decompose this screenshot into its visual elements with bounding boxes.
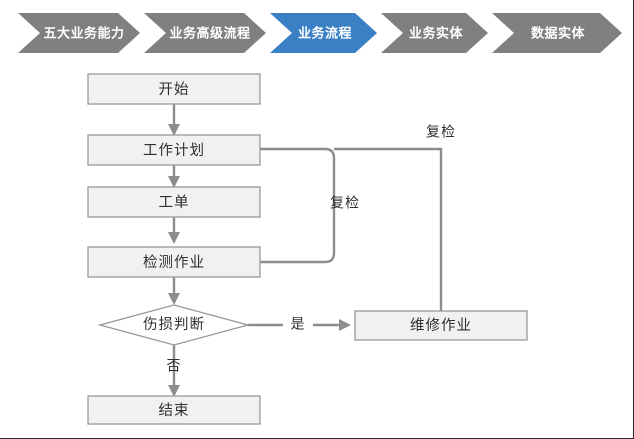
edge-workorder-to-inspection	[168, 217, 180, 244]
node-inspection-label: 检测作业	[143, 254, 205, 271]
breadcrumb-chevron-3	[381, 13, 488, 53]
breadcrumb-chevron-0	[18, 13, 140, 53]
edge-decision-to-repair: 是	[248, 316, 351, 332]
node-start-label: 开始	[159, 81, 190, 98]
node-workorder-label: 工单	[159, 194, 190, 211]
node-workorder[interactable]: 工单	[87, 186, 261, 218]
edge-start-to-workplan	[168, 104, 180, 136]
breadcrumb-chevron-1	[144, 13, 266, 53]
edge-repair-to-workplan: 复检	[334, 124, 456, 311]
breadcrumb-item-4[interactable]: 数据实体	[492, 13, 622, 53]
breadcrumb-chevron-2	[270, 13, 377, 53]
node-repair-label: 维修作业	[410, 317, 472, 334]
edge-label-recheck-inner: 复检	[330, 195, 360, 211]
breadcrumb-label-3: 业务实体	[409, 25, 464, 40]
flowchart: 是 否 复检 复检 开始 工作计划 工单	[87, 73, 528, 425]
breadcrumb-label-1: 业务高级流程	[169, 25, 250, 40]
node-end-label: 结束	[159, 402, 190, 419]
breadcrumb-item-0[interactable]: 五大业务能力	[18, 13, 140, 53]
node-workplan[interactable]: 工作计划	[87, 134, 261, 166]
edge-label-recheck-outer: 复检	[426, 124, 456, 140]
node-repair[interactable]: 维修作业	[354, 310, 528, 341]
edge-inspection-to-decision	[168, 273, 180, 305]
breadcrumb-item-1[interactable]: 业务高级流程	[144, 13, 266, 53]
node-start[interactable]: 开始	[87, 73, 261, 105]
node-decision-label: 伤损判断	[143, 316, 205, 333]
edge-decision-to-end: 否	[167, 345, 182, 397]
edge-label-yes: 是	[291, 316, 306, 332]
node-inspection[interactable]: 检测作业	[87, 246, 261, 278]
breadcrumb-label-0: 五大业务能力	[43, 25, 124, 40]
node-workplan-label: 工作计划	[143, 142, 205, 159]
edge-label-no: 否	[167, 358, 182, 374]
breadcrumb[interactable]: 五大业务能力 业务高级流程 业务流程 业务实体 数据实体	[0, 13, 634, 53]
node-decision[interactable]: 伤损判断	[97, 304, 251, 346]
breadcrumb-label-2: 业务流程	[298, 25, 352, 40]
edge-workplan-to-workorder	[168, 165, 180, 188]
breadcrumb-chevron-4	[492, 13, 622, 53]
breadcrumb-item-3[interactable]: 业务实体	[381, 13, 488, 53]
breadcrumb-item-2[interactable]: 业务流程	[270, 13, 377, 53]
breadcrumb-label-4: 数据实体	[531, 25, 586, 40]
node-end[interactable]: 结束	[87, 395, 261, 425]
